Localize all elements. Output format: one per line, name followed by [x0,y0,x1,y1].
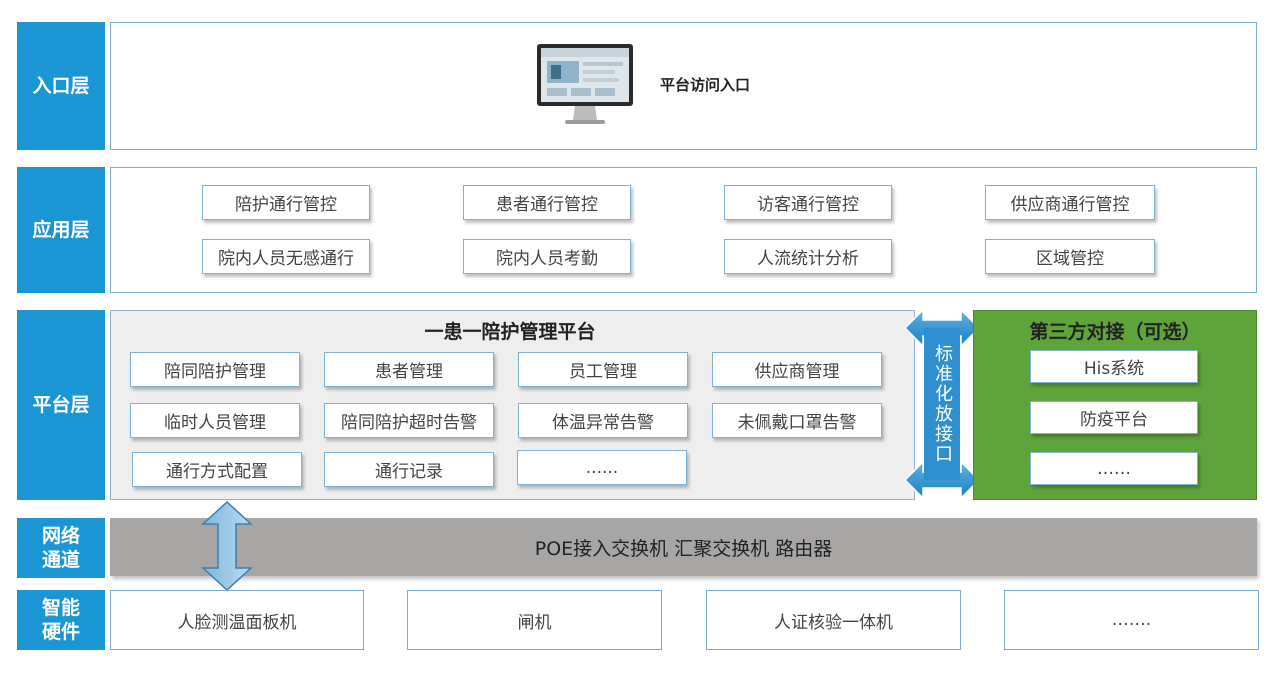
layer-label-hardware: 智能 硬件 [17,590,105,650]
third-party-item-more: …… [1030,452,1198,485]
app-item-escort-access: 陪护通行管控 [202,185,370,220]
platform-item-staff-mgmt: 员工管理 [518,352,688,387]
layer-label-hardware-line2: 硬件 [41,621,80,643]
layer-label-platform: 平台层 [17,310,105,500]
interface-label: 标准化放接口 [924,328,960,480]
layer-label-application-text: 应用层 [32,219,90,241]
entry-label: 平台访问入口 [660,76,751,94]
platform-item-more: ...... [517,450,687,485]
platform-title: 一患一陪护管理平台 [424,321,596,343]
app-item-staff-seamless: 院内人员无感通行 [202,239,370,274]
layer-label-network: 网络 通道 [17,518,105,578]
platform-item-escort-timeout: 陪同陪护超时告警 [324,403,494,438]
hardware-item-face-temp: 人脸测温面板机 [110,590,364,650]
monitor-icon [535,42,635,128]
entry-panel [110,22,1257,150]
third-party-item-epidemic: 防疫平台 [1030,401,1198,434]
layer-label-hardware-line1: 智能 [41,597,80,619]
app-item-flow-stats: 人流统计分析 [724,239,892,274]
third-party-title: 第三方对接（可选） [1029,321,1201,343]
app-item-visitor-access: 访客通行管控 [724,185,892,220]
network-bar: POE接入交换机 汇聚交换机 路由器 [110,518,1257,576]
platform-item-supplier-mgmt: 供应商管理 [712,352,882,387]
hardware-item-more: ……. [1004,590,1259,650]
platform-item-access-config: 通行方式配置 [132,452,302,487]
platform-item-escort-mgmt: 陪同陪护管理 [130,352,300,387]
platform-item-patient-mgmt: 患者管理 [324,352,494,387]
platform-item-temp-staff: 临时人员管理 [130,403,300,438]
layer-label-application: 应用层 [17,167,105,293]
platform-item-mask-alarm: 未佩戴口罩告警 [712,403,882,438]
platform-item-temp-alarm: 体温异常告警 [518,403,688,438]
layer-label-entry-text: 入口层 [32,75,90,97]
hardware-item-gate: 闸机 [407,590,662,650]
app-item-patient-access: 患者通行管控 [463,185,631,220]
layer-label-platform-text: 平台层 [32,394,90,416]
layer-label-network-line2: 通道 [41,549,80,571]
layer-label-entry: 入口层 [17,22,105,150]
app-item-supplier-access: 供应商通行管控 [985,185,1155,220]
third-party-item-his: His系统 [1030,350,1198,383]
vertical-double-arrow [200,500,254,592]
hardware-item-id-verify: 人证核验一体机 [706,590,961,650]
app-item-area-control: 区域管控 [985,239,1155,274]
platform-item-access-log: 通行记录 [324,452,494,487]
app-item-staff-attendance: 院内人员考勤 [463,239,631,274]
layer-label-network-line1: 网络 [41,525,80,547]
